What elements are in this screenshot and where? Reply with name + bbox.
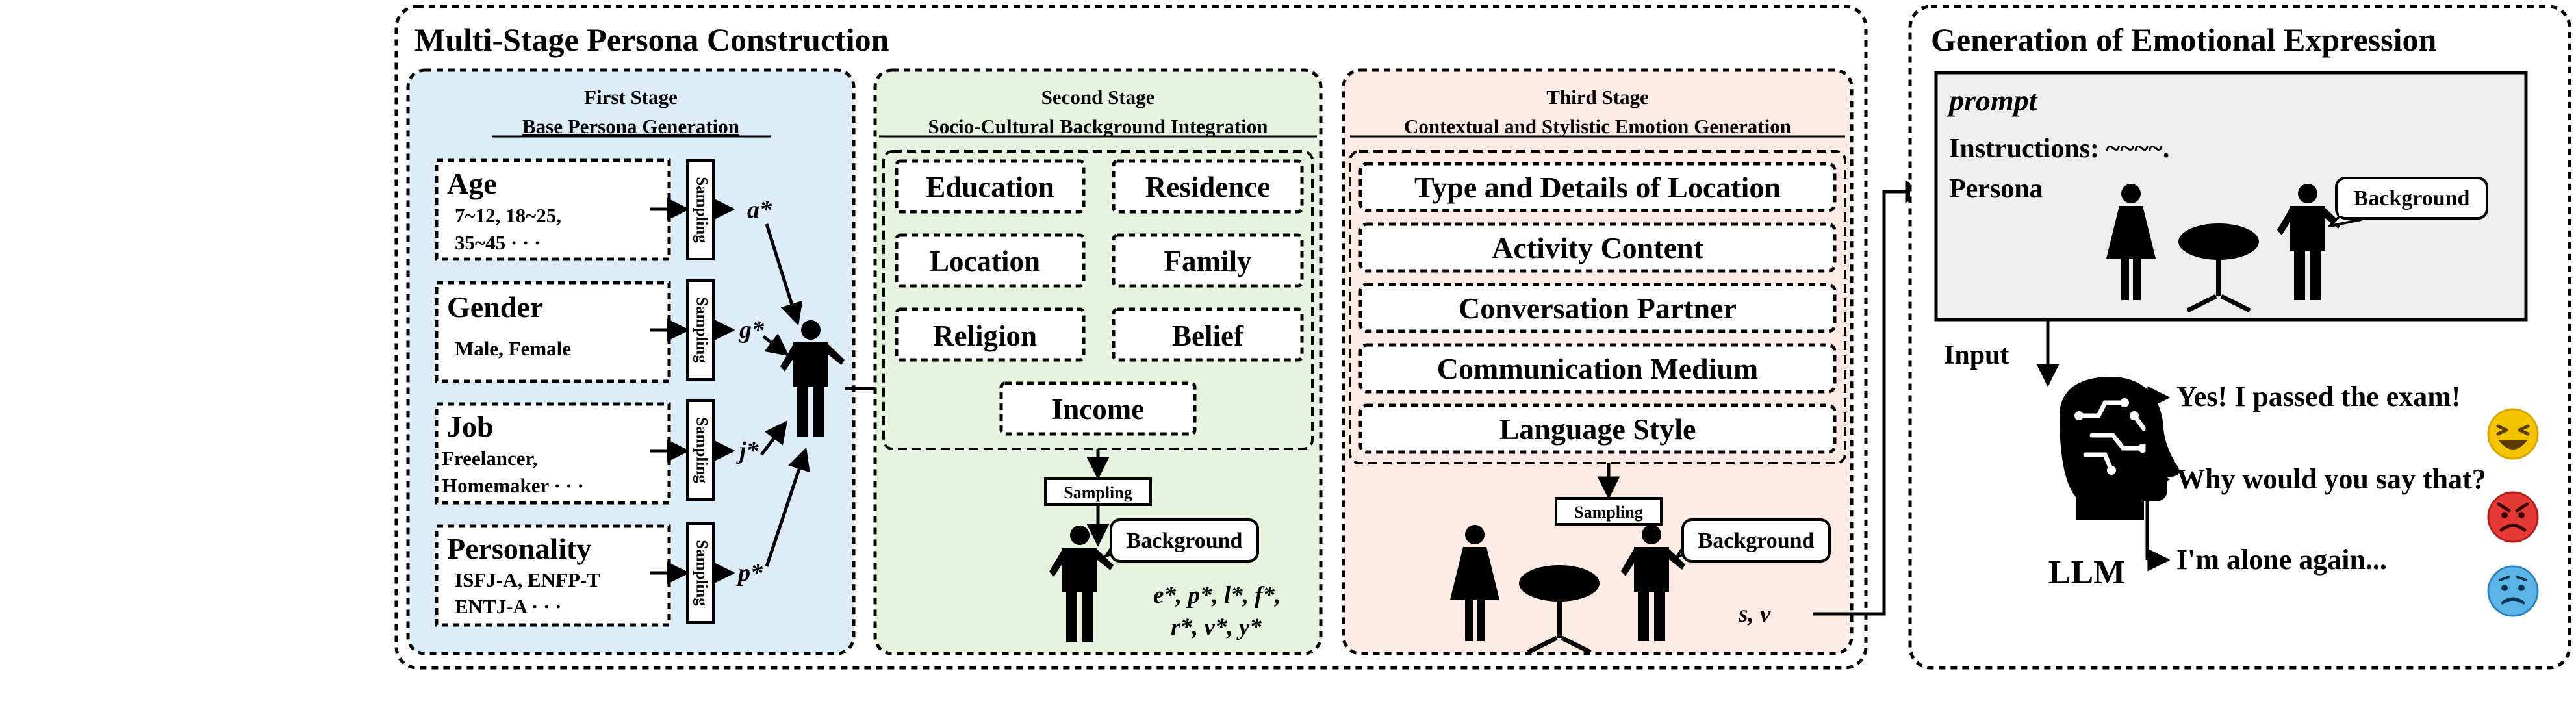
generation-panel-title: Generation of Emotional Expression xyxy=(1931,21,2436,58)
first-stage-box: First Stage Base Persona Generation Age … xyxy=(406,68,856,655)
output-text-joy: Yes! I passed the exam! xyxy=(2176,381,2461,412)
second-stage-subheading: Socio-Cultural Background Integration xyxy=(928,115,1268,138)
svg-text:Type and Details of Location: Type and Details of Location xyxy=(1414,171,1781,204)
persona-panel-title: Multi-Stage Persona Construction xyxy=(414,21,889,58)
output-text-sadness: I'm alone again... xyxy=(2176,544,2387,576)
prompt-speech-bubble: Background xyxy=(2328,177,2488,227)
context-item-location-type: Type and Details of Location xyxy=(1358,162,1837,212)
background-item-religion: Religion xyxy=(895,307,1086,362)
attribute-values: Homemaker · · · xyxy=(442,474,584,497)
attribute-name: Age xyxy=(447,167,497,200)
attribute-values: Freelancer, xyxy=(442,447,537,470)
background-item-education: Education xyxy=(895,159,1086,214)
context-variables: s, v xyxy=(1738,601,1771,628)
attribute-values: 7~12, 18~25, xyxy=(455,204,561,227)
svg-text:Activity Content: Activity Content xyxy=(1492,231,1703,264)
svg-text:Communication Medium: Communication Medium xyxy=(1437,352,1759,385)
attribute-values: ENTJ-A · · · xyxy=(455,595,562,618)
second-stage-box: Second Stage Socio-Cultural Background I… xyxy=(873,68,1323,655)
background-item-family: Family xyxy=(1112,233,1304,288)
anger-emoji-icon xyxy=(2487,491,2539,543)
sampled-variable: p* xyxy=(736,559,763,587)
joy-emoji-icon xyxy=(2487,408,2539,460)
attribute-values: ISFJ-A, ENFP-T xyxy=(455,568,600,591)
attribute-age: Age 7~12, 18~25, 35~45 · · · Sampling a* xyxy=(435,158,772,261)
background-variables: e*, p*, l*, f*, xyxy=(1153,582,1281,609)
attribute-values: 35~45 · · · xyxy=(455,231,541,254)
background-variables: r*, v*, y* xyxy=(1171,614,1262,640)
third-stage-heading: Third Stage xyxy=(1546,86,1649,108)
background-item-belief: Belief xyxy=(1112,307,1304,362)
background-item-income: Income xyxy=(999,381,1197,436)
sampling-label: Sampling xyxy=(1574,503,1643,522)
sampled-variable: a* xyxy=(747,196,772,223)
background-item-location: Location xyxy=(895,233,1086,288)
svg-text:Background: Background xyxy=(2354,186,2470,210)
svg-text:Location: Location xyxy=(930,245,1040,277)
background-speech-bubble: Background xyxy=(1104,518,1259,563)
llm-label: LLM xyxy=(2048,554,2125,591)
sampling-label: Sampling xyxy=(693,177,710,243)
context-item-partner: Conversation Partner xyxy=(1358,283,1837,333)
context-item-language-style: Language Style xyxy=(1358,403,1837,454)
svg-text:Language Style: Language Style xyxy=(1499,412,1696,446)
attribute-name: Job xyxy=(447,410,494,443)
svg-text:Conversation Partner: Conversation Partner xyxy=(1459,292,1737,325)
attribute-personality: Personality ISFJ-A, ENFP-T ENTJ-A · · · … xyxy=(435,522,763,627)
background-item-residence: Residence xyxy=(1112,159,1304,214)
context-speech-bubble: Background xyxy=(1675,518,1831,563)
sampling-label: Sampling xyxy=(693,417,710,483)
prompt-box: prompt Instructions: ~~~~. Persona Backg… xyxy=(1934,71,2528,322)
svg-text:Background: Background xyxy=(1127,529,1243,553)
sampled-variable: j* xyxy=(736,437,759,464)
persona-construction-panel: Multi-Stage Persona Construction First S… xyxy=(394,5,1868,670)
svg-text:Residence: Residence xyxy=(1145,171,1270,203)
third-stage-subheading: Contextual and Stylistic Emotion Generat… xyxy=(1404,115,1791,138)
sampling-label: Sampling xyxy=(693,297,710,363)
attribute-gender: Gender Male, Female Sampling g* xyxy=(435,279,765,383)
third-stage-box: Third Stage Contextual and Stylistic Emo… xyxy=(1342,68,1854,655)
svg-text:Religion: Religion xyxy=(933,320,1037,352)
first-stage-subheading: Base Persona Generation xyxy=(522,115,739,138)
context-item-medium: Communication Medium xyxy=(1358,343,1837,394)
svg-text:Income: Income xyxy=(1052,393,1144,425)
prompt-persona: Persona xyxy=(1949,174,2043,204)
sampling-label: Sampling xyxy=(1064,483,1132,502)
svg-text:Family: Family xyxy=(1164,245,1252,277)
sampling-label: Sampling xyxy=(693,540,710,606)
svg-text:Background: Background xyxy=(1698,529,1815,553)
attribute-values: Male, Female xyxy=(455,337,571,360)
context-item-activity: Activity Content xyxy=(1358,222,1837,273)
sadness-emoji-icon xyxy=(2487,565,2539,617)
prompt-label: prompt xyxy=(1946,84,2038,117)
attribute-job: Job Freelancer, Homemaker · · · Sampling… xyxy=(435,399,759,505)
attribute-name: Personality xyxy=(447,532,591,565)
prompt-instructions: Instructions: ~~~~. xyxy=(1949,134,2169,164)
svg-text:Education: Education xyxy=(926,171,1054,203)
sampled-variable: g* xyxy=(739,316,765,344)
generation-panel: Generation of Emotional Expression promp… xyxy=(1908,5,2571,670)
second-stage-heading: Second Stage xyxy=(1041,86,1155,108)
output-text-anger: Why would you say that? xyxy=(2176,463,2486,495)
input-label: Input xyxy=(1944,340,2009,370)
svg-text:Belief: Belief xyxy=(1172,320,1244,352)
first-stage-heading: First Stage xyxy=(584,86,678,108)
attribute-name: Gender xyxy=(447,290,543,323)
